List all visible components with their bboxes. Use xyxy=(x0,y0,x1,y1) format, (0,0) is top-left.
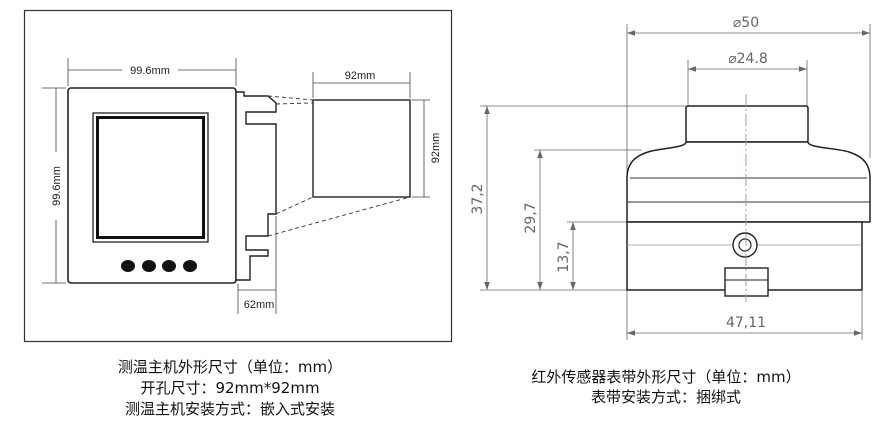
dimension-label-depth: 62mm xyxy=(244,299,275,311)
dimension-label-top-diameter: ⌀24.8 xyxy=(728,51,768,67)
sensor-dome xyxy=(626,141,871,223)
projection-dashed-line xyxy=(275,196,314,215)
dimension-label-outer-diameter: ⌀50 xyxy=(733,15,759,31)
left-caption-line: 测温主机安装方式：嵌入式安装 xyxy=(125,400,335,418)
panel-screen-bezel xyxy=(92,112,209,243)
dimension-label-panel-height: 99.6mm xyxy=(51,166,63,206)
left-drawing-frame xyxy=(23,9,453,343)
panel-button xyxy=(183,260,197,272)
left-caption-line: 测温主机外形尺寸（单位：mm） xyxy=(118,358,342,376)
dimension-label-panel-width: 99.6mm xyxy=(130,65,170,77)
right-caption-line: 表带安装方式：捆绑式 xyxy=(591,388,741,406)
projection-dashed-line xyxy=(267,196,411,237)
panel-button xyxy=(121,260,135,272)
projection-dashed-line xyxy=(267,95,314,101)
dimension-label-cutout-height: 92mm xyxy=(430,133,442,164)
sensor-cable-tab xyxy=(724,267,769,297)
cutout-rectangle xyxy=(312,99,411,198)
dimension-label-dome-height: 29,7 xyxy=(523,202,539,233)
projection-dashed-line xyxy=(275,99,411,105)
dimension-label-base-height: 13,7 xyxy=(556,241,572,272)
right-drawing: ⌀50 ⌀24.8 37,2 29,7 13,7 47,11 xyxy=(470,15,871,340)
sensor-mount-hole-inner xyxy=(738,238,752,252)
panel-button xyxy=(162,260,176,272)
panel-screen xyxy=(96,116,205,239)
left-drawing: 99.6mm 92mm 99.6mm 92mm 62mm xyxy=(23,9,453,343)
panel-side-profile xyxy=(235,91,277,281)
dimension-label-cutout-width: 92mm xyxy=(345,70,376,82)
panel-button xyxy=(142,260,156,272)
dimension-label-total-height: 37,2 xyxy=(470,183,486,214)
sensor-top-cap xyxy=(685,105,809,143)
left-caption-line: 开孔尺寸：92mm*92mm xyxy=(140,379,319,397)
right-caption-line: 红外传感器表带外形尺寸（单位：mm） xyxy=(531,368,800,386)
dimension-label-base-width: 47,11 xyxy=(726,315,766,331)
